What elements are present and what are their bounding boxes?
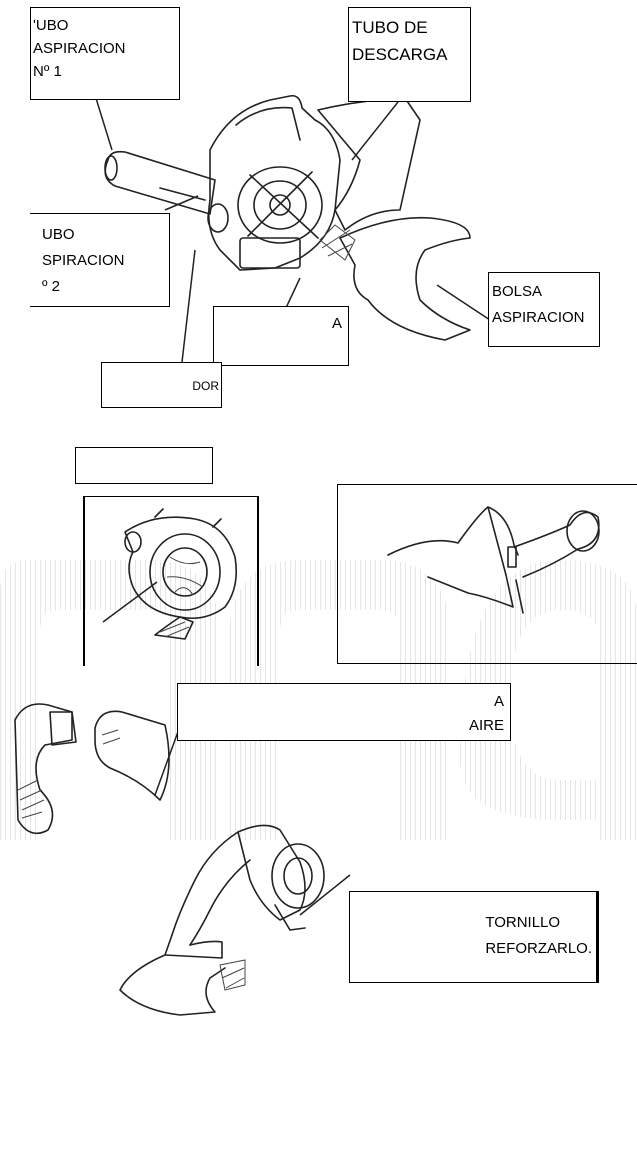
label-tubo-aspiracion-2: UBO SPIRACION º 2 bbox=[30, 213, 170, 307]
figure-tube-connection bbox=[337, 484, 637, 664]
label-tubo-aspiracion-1: ʹUBO ASPIRACION Nº 1 bbox=[30, 7, 180, 100]
label-bottom-left: DOR bbox=[101, 362, 222, 408]
label-fig3: A AIRE bbox=[177, 683, 511, 741]
label-center: A bbox=[213, 306, 349, 366]
label-step2 bbox=[75, 447, 213, 484]
figure-handle-screw bbox=[119, 824, 351, 1016]
label-bolsa-aspiracion: BOLSA ASPIRACION bbox=[488, 272, 600, 347]
blower-vacuum-illustration bbox=[94, 94, 491, 363]
label-tubo-descarga: TUBO DE DESCARGA bbox=[348, 7, 471, 102]
label-fig4: TORNILLO REFORZARLO. bbox=[349, 891, 599, 983]
figure-fan-housing bbox=[83, 496, 259, 666]
